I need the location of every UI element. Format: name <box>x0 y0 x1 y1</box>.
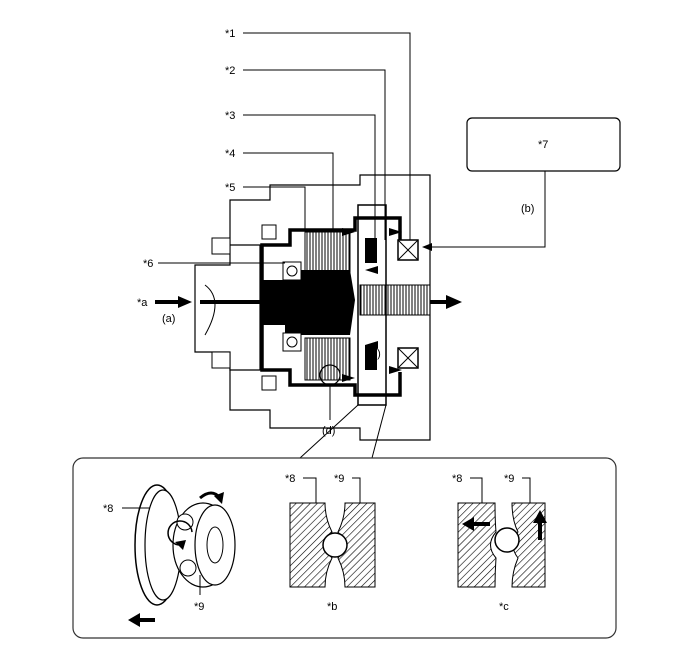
ball-cam-illustration <box>128 484 236 627</box>
cam-upper <box>365 238 377 263</box>
flow-arrows <box>342 228 402 382</box>
letter-a: *a <box>137 297 148 309</box>
panel-callout-9-right: *9 <box>504 473 514 485</box>
flange-yoke <box>204 284 216 336</box>
marker-b: (b) <box>521 203 534 215</box>
callout-5: *5 <box>225 182 235 194</box>
marker-a: (a) <box>162 313 175 325</box>
output-shaft-spline <box>359 284 431 316</box>
clutch-pack-upper <box>304 231 351 273</box>
ecu-arrowhead <box>422 243 432 251</box>
cam-section-b <box>289 502 376 588</box>
callout-1: *1 <box>225 28 235 40</box>
callout-6: *6 <box>143 258 153 270</box>
solenoid-coils <box>397 239 419 369</box>
input-arrow <box>155 296 262 308</box>
leader-8-mid <box>303 477 317 503</box>
letter-c: *c <box>499 601 509 613</box>
oil-passage-lower <box>260 355 402 397</box>
marker-d: (d) <box>322 425 335 437</box>
marker-c: (c) <box>368 348 381 360</box>
panel-callout-8-mid: *8 <box>285 473 295 485</box>
panel-callout-8-left: *8 <box>103 503 113 515</box>
flange-bolts <box>211 224 277 391</box>
input-flange <box>194 244 261 371</box>
zoom-leader-left <box>299 404 359 459</box>
ecu-box <box>466 117 621 172</box>
panel-callout-9-left: *9 <box>194 601 204 613</box>
callout-7: *7 <box>538 139 548 151</box>
zoom-leader-right <box>371 404 387 459</box>
cam-section-c <box>457 502 547 588</box>
leader-8-right <box>470 477 483 503</box>
panel-callout-8-right: *8 <box>452 473 462 485</box>
input-shaft <box>262 270 355 335</box>
callout-leaders <box>158 32 546 264</box>
leader-9-mid <box>352 477 361 503</box>
callout-2: *2 <box>225 65 235 77</box>
oil-passage-upper <box>260 216 402 355</box>
zoom-box <box>357 204 387 406</box>
callout-3: *3 <box>225 110 235 122</box>
cam-lower <box>365 345 377 370</box>
bearings <box>282 261 302 352</box>
cross-section <box>194 174 431 459</box>
leader-9-right <box>522 477 531 503</box>
clutch-pack-lower <box>304 337 351 381</box>
output-arrow <box>430 295 462 309</box>
panel-callout-9-mid: *9 <box>334 473 344 485</box>
callout-4: *4 <box>225 148 235 160</box>
letter-b: *b <box>327 601 337 613</box>
